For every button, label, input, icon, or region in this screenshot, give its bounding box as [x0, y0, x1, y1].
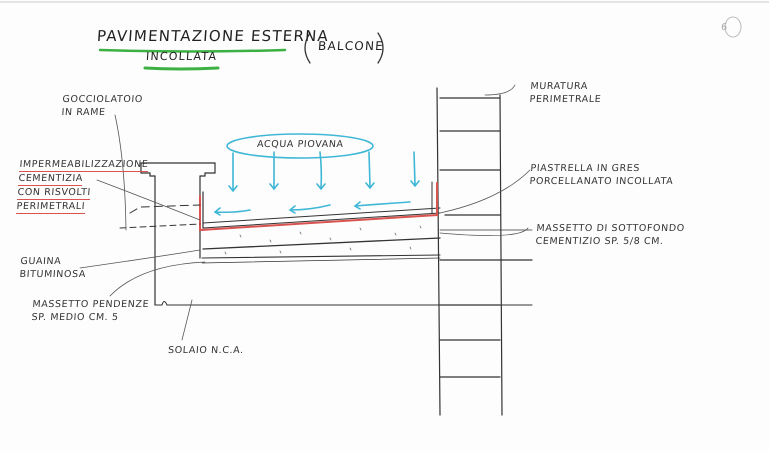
label-line: MASSETTO DI SOTTOFONDO	[536, 223, 686, 234]
subtitle-underline	[143, 66, 220, 71]
label-line: PERIMETRALI	[16, 200, 86, 214]
rain-cloud-ellipse	[226, 133, 374, 159]
label-line: MURATURA	[530, 81, 589, 92]
label-line: CEMENTIZIO SP. 5/8 CM.	[535, 236, 664, 247]
page-number-circle	[724, 16, 742, 38]
drip-edge-line	[119, 223, 201, 229]
label-solaio: SOLAIO N.C.A.	[167, 345, 245, 356]
label-line: BITUMINOSA	[19, 269, 87, 280]
label-impermeabilizzazione: IMPERMEABILIZZAZIONE CEMENTIZIA CON RISV…	[16, 158, 149, 214]
concrete-slab	[154, 254, 533, 306]
label-line: PERIMETRALE	[529, 94, 602, 105]
label-massetto-pendenze: MASSETTO PENDENZE SP. MEDIO CM. 5	[31, 298, 149, 324]
label-acqua-piovana: ACQUA PIOVANA	[256, 139, 344, 150]
title-line2: INCOLLATA	[145, 50, 218, 63]
label-massetto-sottofondo: MASSETTO DI SOTTOFONDO CEMENTIZIO SP. 5/…	[535, 222, 685, 248]
bracket-left	[304, 32, 311, 64]
label-line: PORCELLANATO INCOLLATA	[529, 176, 674, 187]
parapet	[140, 162, 216, 306]
label-line: GUAINA	[20, 256, 62, 267]
bracket-right	[377, 32, 384, 64]
page-number: 6	[720, 22, 729, 33]
rain-arrow-icon	[365, 151, 375, 190]
title-underline	[98, 48, 287, 53]
rain-arrow-icon	[228, 152, 238, 193]
title-note: BALCONE	[317, 39, 385, 53]
label-line: IMPERMEABILIZZAZIONE	[18, 158, 149, 172]
title-line1: PAVIMENTAZIONE ESTERNA	[96, 27, 330, 45]
waterproofing-membrane	[199, 182, 438, 232]
rain-arrow-icon	[410, 151, 420, 188]
label-line: PIASTRELLA IN GRES	[530, 163, 641, 174]
rain-water	[213, 133, 420, 216]
label-line: SP. MEDIO CM. 5	[31, 312, 119, 323]
bitumen-sheath-line	[129, 204, 201, 214]
label-line: MASSETTO PENDENZE	[32, 299, 150, 310]
label-gocciolatoio: GOCCIOLATOIO IN RAME	[61, 93, 143, 119]
label-piastrella: PIASTRELLA IN GRES PORCELLANATO INCOLLAT…	[529, 162, 675, 188]
flow-arrow-icon	[213, 207, 251, 216]
label-guaina: GUAINA BITUMINOSA	[19, 255, 87, 281]
label-line: CEMENTIZIA	[18, 172, 84, 186]
label-line: GOCCIOLATOIO	[62, 94, 144, 105]
rain-arrow-icon	[269, 151, 279, 191]
rain-arrow-icon	[316, 151, 326, 191]
flow-arrow-icon	[288, 204, 331, 214]
screed-layer	[202, 207, 441, 255]
label-line: IN RAME	[61, 107, 106, 118]
perimeter-wall	[436, 87, 533, 416]
label-muratura: MURATURA PERIMETRALE	[529, 80, 603, 106]
flow-arrow-icon	[353, 201, 411, 210]
leader-lines	[79, 84, 531, 341]
label-line: CON RISVOLTI	[17, 186, 92, 200]
